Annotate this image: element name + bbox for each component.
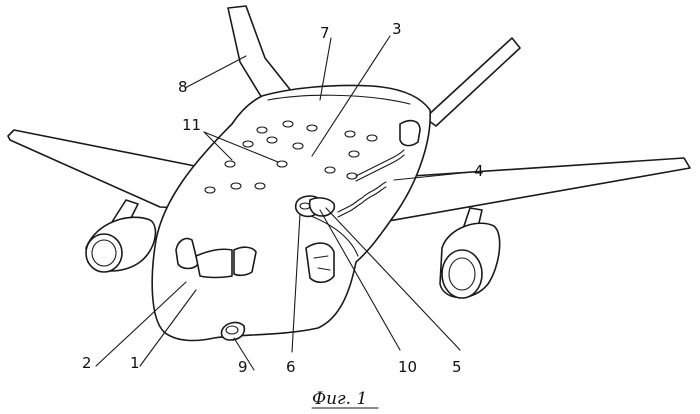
wing-rear-left xyxy=(227,5,293,99)
label-9: 9 xyxy=(238,358,248,376)
label-10: 10 xyxy=(398,358,417,376)
label-6: 6 xyxy=(286,358,296,376)
wing-rear-right xyxy=(424,37,521,127)
engine-left xyxy=(85,216,157,273)
label-7: 7 xyxy=(320,24,330,42)
rear-door xyxy=(399,119,421,147)
label-1: 1 xyxy=(130,354,140,372)
side-window-strip xyxy=(337,149,405,218)
leader-lines xyxy=(95,35,473,371)
label-11: 11 xyxy=(182,116,201,134)
engine-right xyxy=(439,222,501,299)
cockpit-windows xyxy=(175,237,257,279)
figure-caption: Фиг. 1 xyxy=(312,389,367,409)
label-5: 5 xyxy=(452,358,462,376)
hatch-detail xyxy=(313,255,331,271)
label-2: 2 xyxy=(82,354,92,372)
roof-windows xyxy=(204,120,378,194)
label-3: 3 xyxy=(392,20,402,38)
side-hatch xyxy=(305,242,335,284)
nose-gear xyxy=(220,321,246,341)
label-4: 4 xyxy=(474,162,484,180)
top-hatch-device xyxy=(294,195,336,218)
label-8: 8 xyxy=(178,78,188,96)
roof-edge xyxy=(267,94,411,105)
